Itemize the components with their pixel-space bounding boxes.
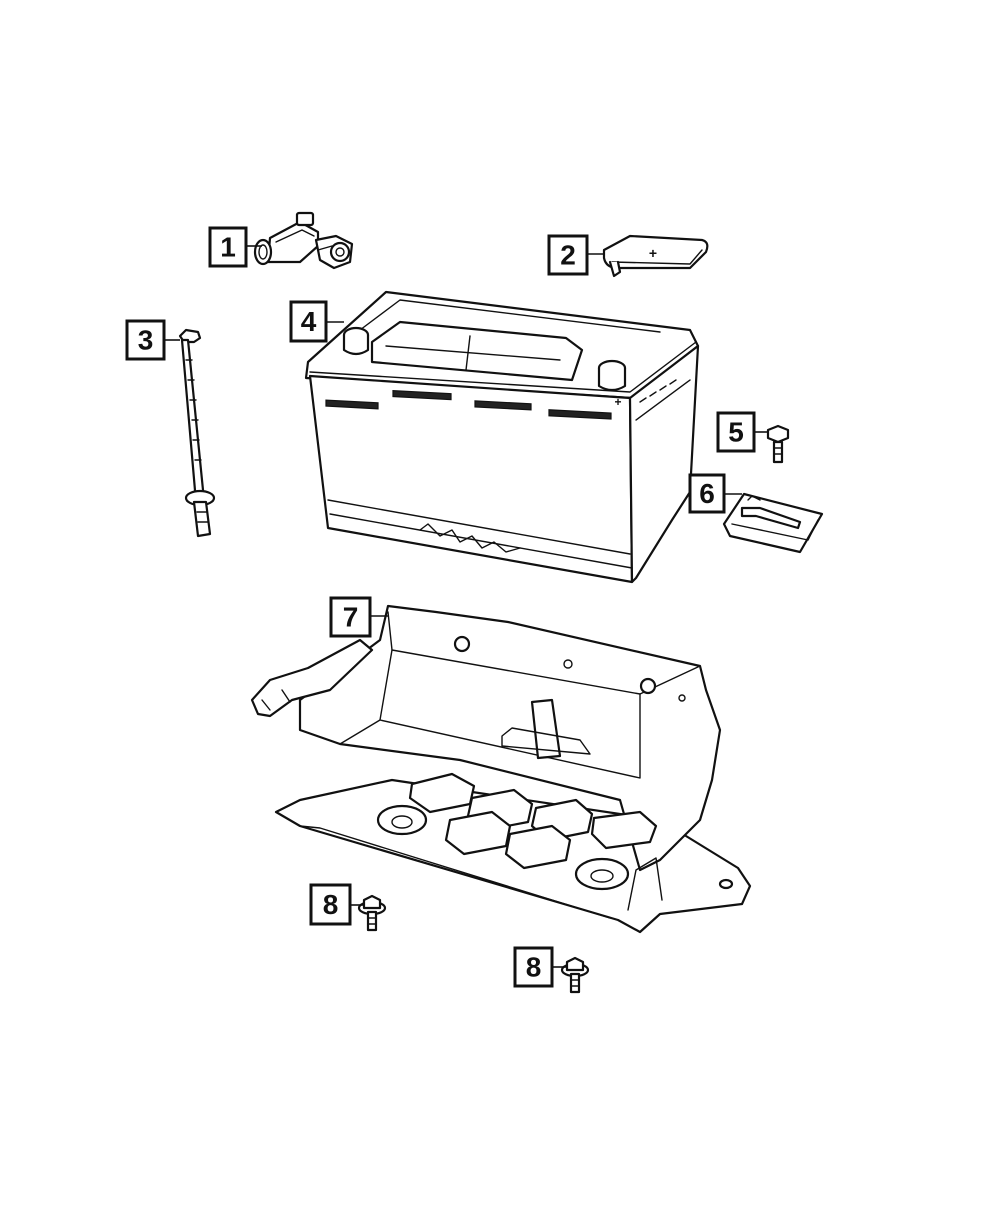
callout-1: 1	[208, 226, 248, 268]
callout-5: 5	[716, 411, 756, 453]
battery-tray-part	[250, 604, 752, 934]
tray-bolt-part-b	[560, 956, 590, 994]
callout-2-label: 2	[560, 240, 576, 271]
case-plus-mark: +	[614, 395, 621, 409]
hold-down-bracket-part	[722, 492, 824, 554]
callout-8b-label: 8	[526, 952, 542, 983]
callout-8a-label: 8	[323, 889, 339, 920]
cover-plus-mark: +	[649, 245, 657, 261]
callout-8a: 8	[309, 883, 352, 926]
callout-6-label: 6	[699, 478, 715, 509]
callout-5-label: 5	[728, 417, 744, 448]
callout-2: 2	[547, 234, 589, 276]
terminal-cover-part: +	[602, 234, 709, 278]
callout-6: 6	[688, 473, 726, 514]
callout-4: 4	[289, 300, 328, 343]
battery-part: +	[304, 290, 700, 584]
callout-1-label: 1	[220, 232, 236, 263]
hold-down-rod-part	[178, 328, 216, 538]
tray-bolt-part-a	[357, 894, 387, 932]
leader-lines	[164, 245, 768, 968]
callout-7: 7	[329, 596, 372, 638]
hold-down-bolt-part	[766, 424, 790, 464]
callout-3-label: 3	[138, 325, 154, 356]
battery-sensor-part	[253, 211, 354, 270]
callout-8b: 8	[513, 946, 554, 988]
callout-3: 3	[125, 319, 166, 361]
callout-7-label: 7	[343, 602, 359, 633]
callout-4-label: 4	[301, 306, 317, 337]
